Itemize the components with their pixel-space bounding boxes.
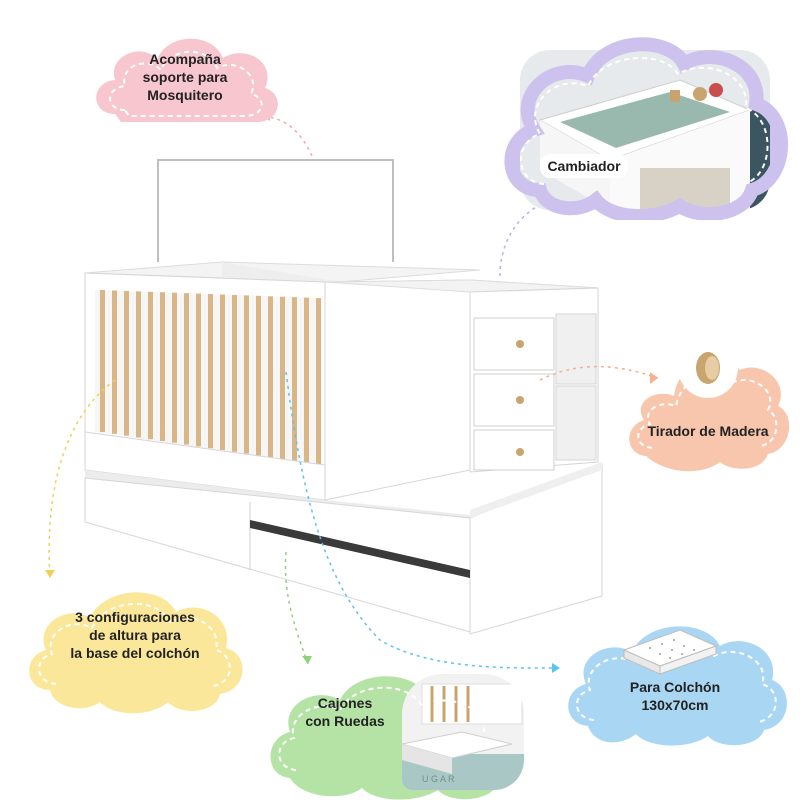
crib-slat (124, 290, 129, 436)
crib-slat (148, 291, 153, 440)
cloud-shape (629, 359, 790, 472)
connector-lines (48, 115, 659, 669)
dresser (324, 279, 599, 501)
cloud-shape (96, 38, 278, 122)
crib-slat (196, 293, 201, 447)
crib-slat (316, 298, 321, 465)
crib-slats (100, 290, 321, 465)
configuraciones-line3: la base del colchón (70, 645, 200, 662)
mosquitero-line1: Acompaña (149, 51, 221, 67)
mattress-icon (622, 629, 718, 675)
cloud-shape (568, 626, 787, 746)
mosquitero-line2: soporte para (142, 69, 228, 86)
crib-slat (304, 297, 309, 463)
crib-slat (160, 292, 165, 441)
crib-slat (220, 294, 225, 450)
configuraciones-line2: de altura para (89, 627, 181, 644)
crib-slat (208, 294, 213, 449)
cajones-line1: Cajones (317, 695, 373, 711)
callout-cambiador: Cambiador (500, 30, 790, 220)
callout-colchon: Para Colchón 130x70cm (560, 610, 790, 750)
crib-slat (280, 296, 285, 459)
callout-mosquitero: Acompaña soporte para Mosquitero (85, 22, 285, 142)
base-unit (84, 462, 603, 635)
crib-slat (256, 295, 261, 456)
crib-slat (232, 294, 237, 452)
crib-slat (136, 291, 141, 438)
crib-slat (292, 297, 297, 461)
mosquito-net-support (157, 159, 394, 262)
cambiador-label: Cambiador (540, 154, 628, 179)
changer-photo (520, 50, 770, 210)
crib-slat (172, 292, 177, 443)
tirador-label: Tirador de Madera (647, 423, 769, 439)
crib-slat (184, 293, 189, 445)
crib-slat (100, 290, 105, 432)
svg-text:U G A R: U G A R (422, 774, 455, 784)
colchon-line2: 130x70cm (641, 697, 709, 714)
callout-cajones: U G A R Cajones con Ruedas (262, 660, 542, 800)
mosquitero-line3: Mosquitero (147, 87, 223, 104)
crib-slat (112, 290, 117, 434)
wooden-knob-photo (678, 338, 738, 398)
configuraciones-line1: 3 configuraciones (75, 609, 195, 625)
cloud-shape (29, 592, 243, 714)
drawers-photo: U G A R (402, 674, 524, 790)
colchon-line1: Para Colchón (629, 679, 721, 695)
callout-tirador: Tirador de Madera (622, 330, 794, 480)
callout-configuraciones: 3 configuraciones de altura para la base… (20, 578, 250, 718)
crib-slat (268, 296, 273, 458)
crib-slat (244, 295, 249, 454)
cajones-line2: con Ruedas (305, 713, 385, 730)
